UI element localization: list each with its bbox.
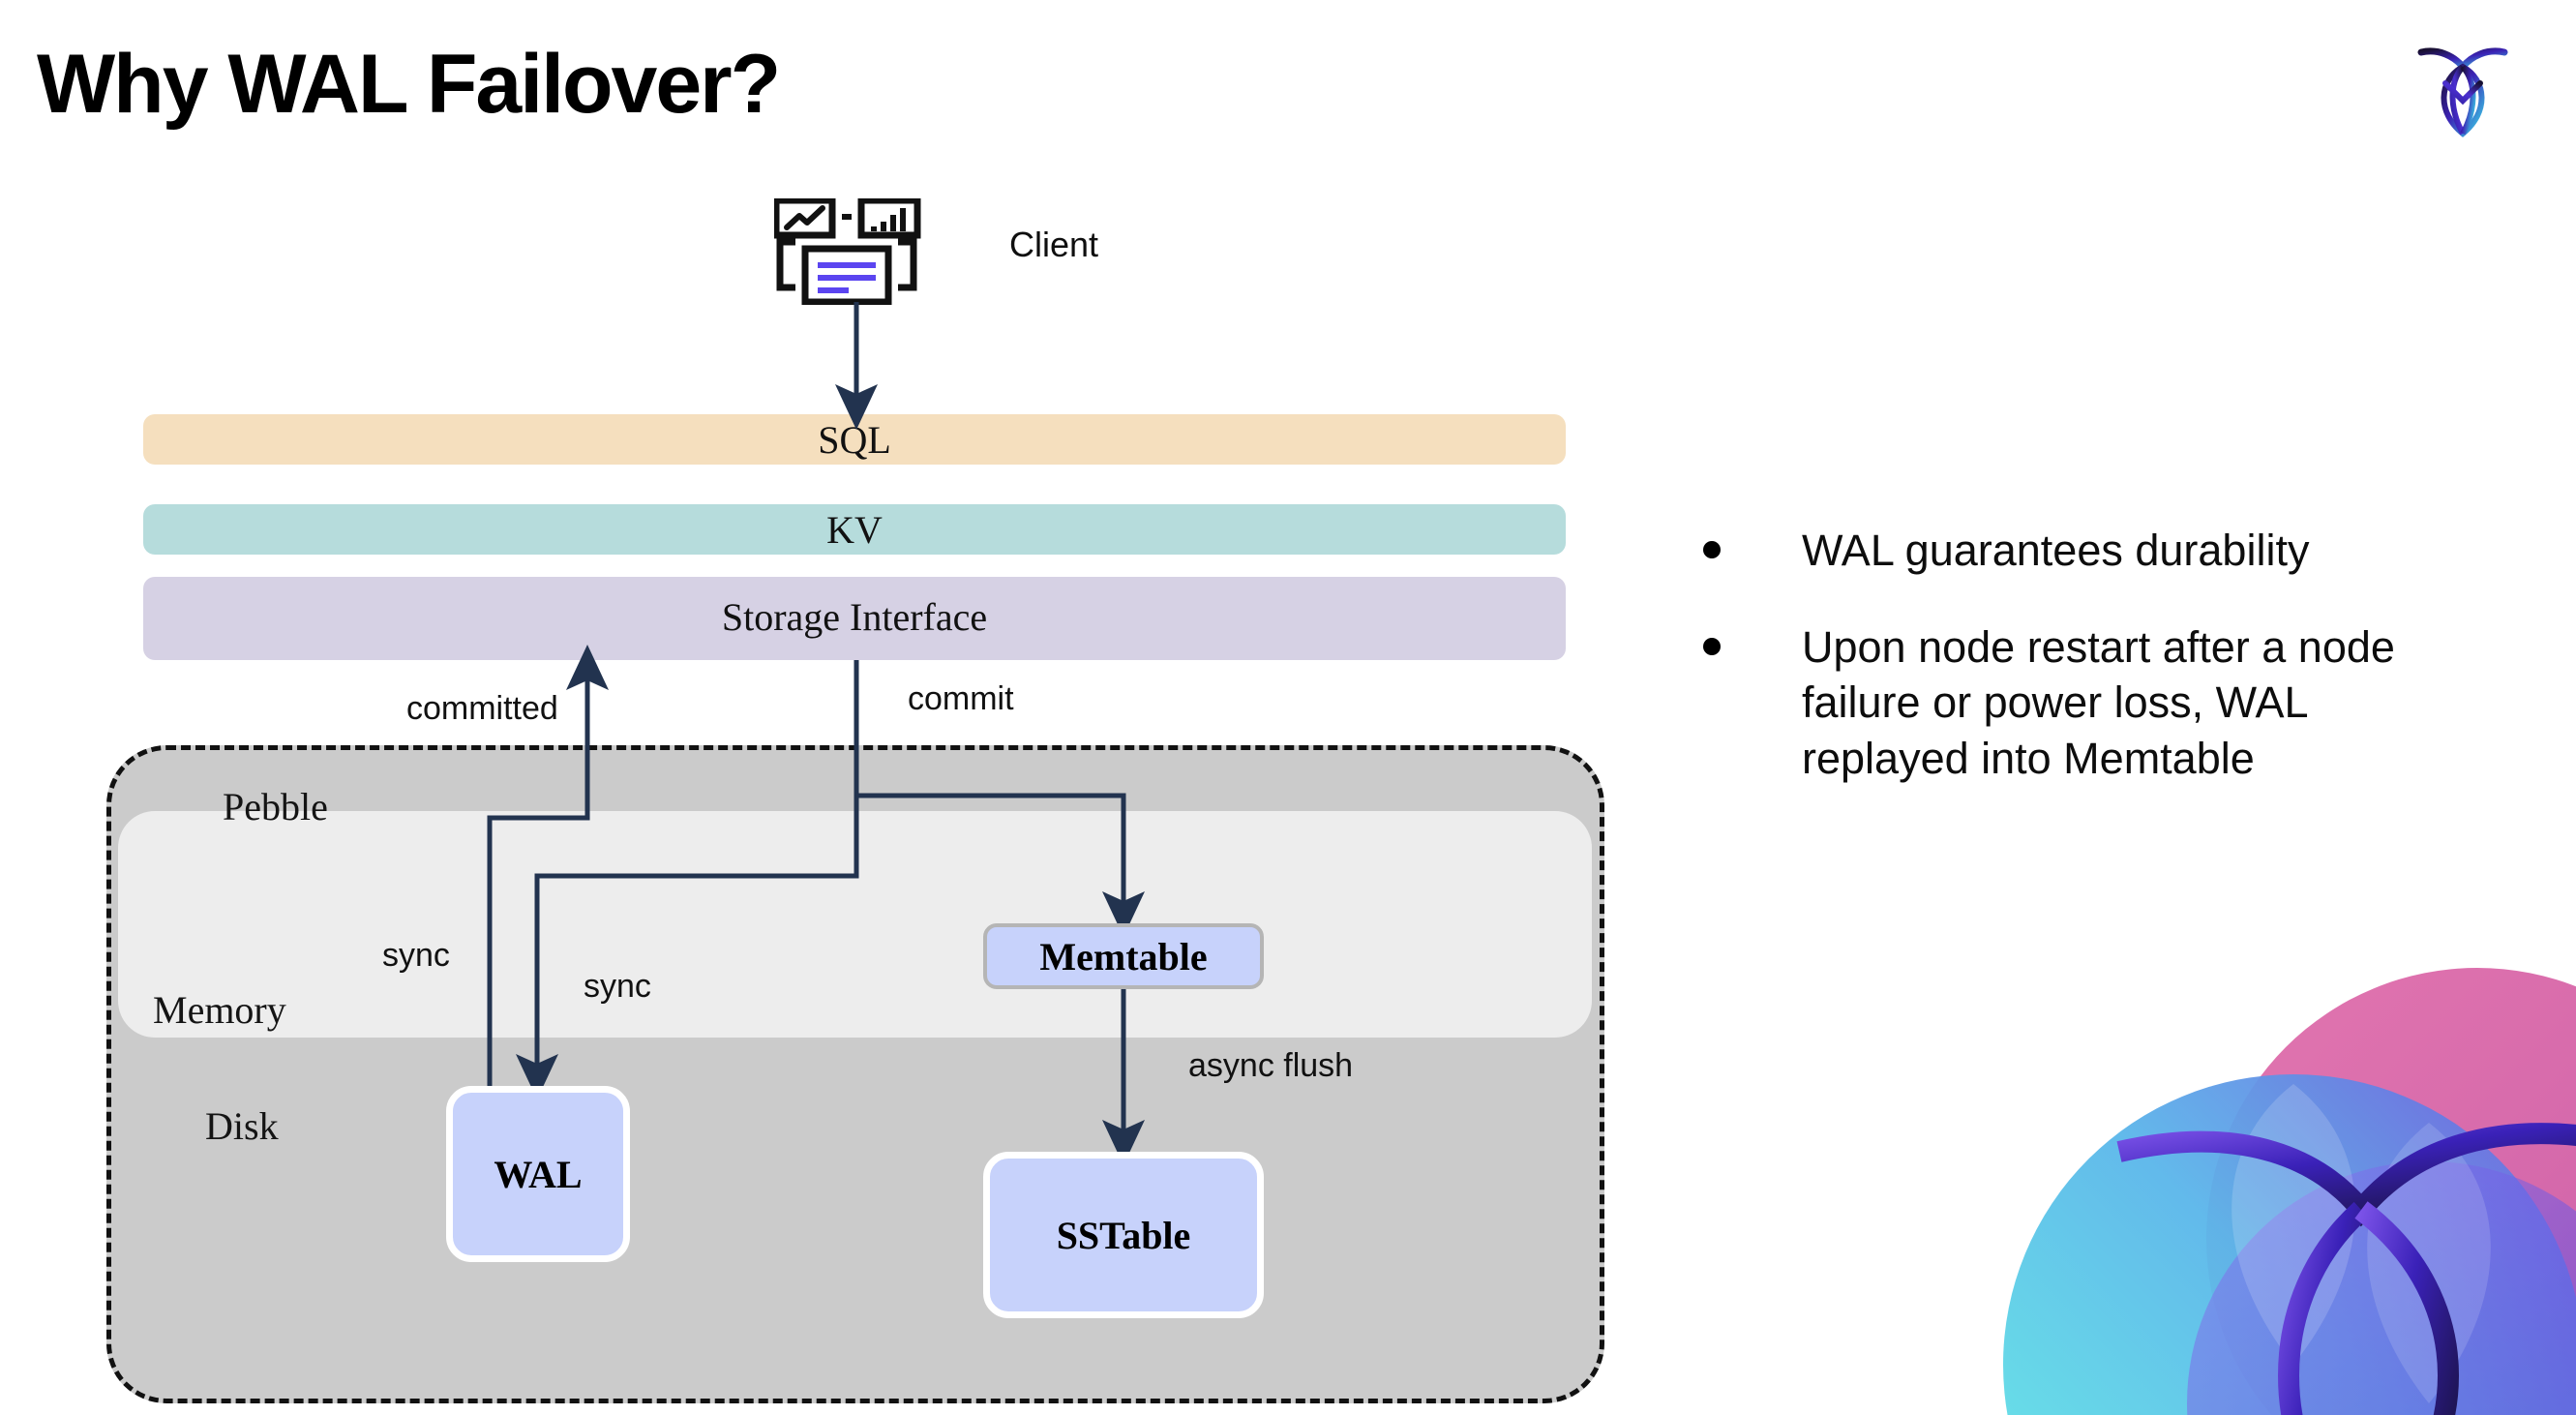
bullet-dot-icon xyxy=(1703,637,1721,655)
edge-label-sync-right: sync xyxy=(584,968,651,1005)
box-wal: WAL xyxy=(446,1086,630,1262)
bullet-dot-icon xyxy=(1703,541,1721,558)
layer-bar-storage: Storage Interface xyxy=(143,577,1566,660)
page-title: Why WAL Failover? xyxy=(37,38,781,131)
memory-band xyxy=(118,811,1592,1038)
edge-label-committed: committed xyxy=(406,690,558,727)
decorative-logo-artwork xyxy=(2003,968,2576,1415)
box-memtable: Memtable xyxy=(983,923,1264,989)
box-label-memtable: Memtable xyxy=(1039,934,1208,978)
layer-bar-sql: SQL xyxy=(143,414,1566,465)
bullet-text: Upon node restart after a node failure o… xyxy=(1802,621,2395,783)
layer-bar-kv: KV xyxy=(143,504,1566,555)
box-label-sstable: SSTable xyxy=(1056,1213,1191,1257)
pebble-label: Pebble xyxy=(223,785,328,828)
bullet-list: WAL guarantees durability Upon node rest… xyxy=(1703,523,2477,827)
layer-label-sql: SQL xyxy=(818,417,891,462)
list-item: Upon node restart after a node failure o… xyxy=(1703,619,2477,787)
layer-label-kv: KV xyxy=(826,507,883,552)
list-item: WAL guarantees durability xyxy=(1703,523,2477,579)
edge-label-async-flush: async flush xyxy=(1188,1047,1354,1084)
edge-label-sync-left: sync xyxy=(382,937,450,974)
bullet-text: WAL guarantees durability xyxy=(1802,526,2310,575)
client-dashboard-icon xyxy=(774,198,921,305)
box-sstable: SSTable xyxy=(983,1152,1264,1318)
client-label: Client xyxy=(1009,225,1099,264)
disk-label: Disk xyxy=(205,1104,279,1148)
layer-label-storage: Storage Interface xyxy=(721,594,988,639)
cockroachdb-logo-icon xyxy=(2417,47,2508,137)
memory-label: Memory xyxy=(153,988,286,1032)
edge-label-commit: commit xyxy=(908,680,1014,717)
box-label-wal: WAL xyxy=(494,1152,583,1196)
